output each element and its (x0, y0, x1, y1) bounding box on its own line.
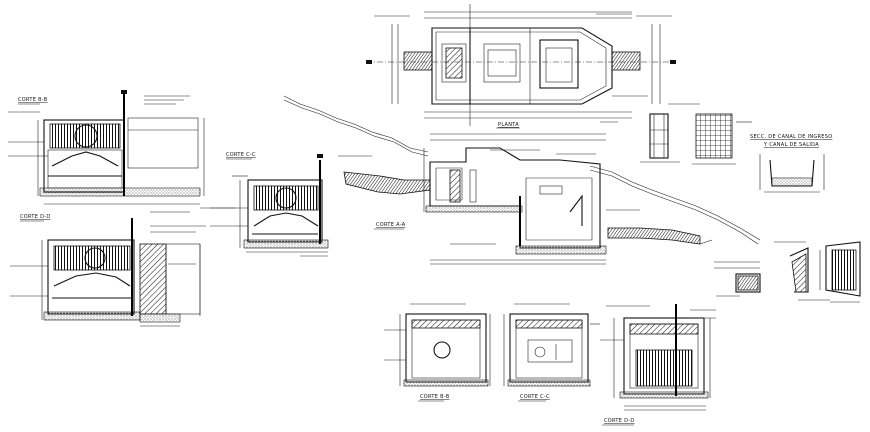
canal-section: SECC. DE CANAL DE INGRESO Y CANAL DE SAL… (750, 134, 832, 193)
label-corte-dd: CORTE D-D (20, 214, 51, 220)
label-corte-cc: CORTE C-C (226, 152, 256, 158)
misc-details-right (714, 241, 861, 303)
rebar-details (640, 103, 752, 165)
section-corte-cc-bottom: CORTE C-C (503, 303, 600, 402)
section-corte-aa-profile: CORTE A-A (283, 95, 761, 265)
label-corte-dd-2: CORTE D-D (604, 418, 635, 424)
view-planta: PLANTA (366, 4, 676, 129)
dim-lines-aa (338, 133, 640, 265)
section-corte-bb-left: CORTE B-B (8, 90, 236, 213)
section-corte-bb-bottom: CORTE B-B (384, 303, 491, 402)
dim-lines-cc (210, 175, 328, 257)
section-corte-dd-bottom: CORTE D-D (600, 304, 716, 426)
label-planta: PLANTA (498, 122, 519, 128)
label-secc-2: Y CANAL DE SALIDA (763, 142, 819, 148)
label-corte-bb: CORTE B-B (18, 97, 48, 103)
label-corte-cc-2: CORTE C-C (520, 394, 550, 400)
label-corte-aa: CORTE A-A (376, 222, 406, 228)
dim-lines-planta (374, 4, 672, 126)
label-secc-1: SECC. DE CANAL DE INGRESO (750, 134, 832, 140)
label-corte-bb-2: CORTE B-B (420, 394, 450, 400)
section-corte-cc-center: CORTE C-C (210, 152, 329, 257)
section-corte-dd-left: CORTE D-D (10, 214, 206, 327)
dim-lines-dd (10, 225, 206, 327)
